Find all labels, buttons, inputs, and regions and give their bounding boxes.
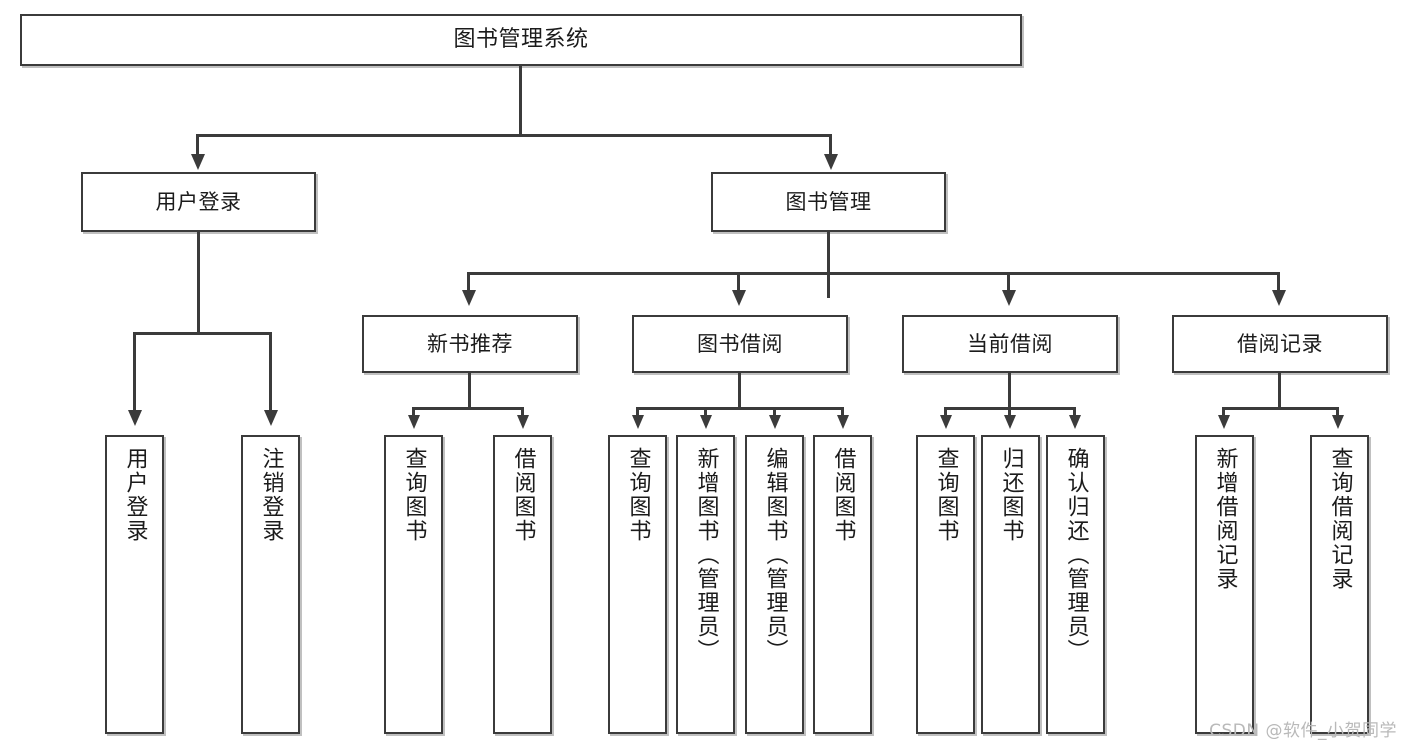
arrow-current-borrow-leaf-2: [1004, 415, 1016, 429]
node-label: 查询借阅记录: [1327, 447, 1353, 591]
edge-book-manage-bus: [467, 272, 1280, 275]
arrow-user-login-leaf-2: [264, 410, 278, 426]
node-label: 查询图书: [625, 447, 651, 543]
arrow-to-user-login: [191, 154, 205, 170]
edge-book-borrow-drop-1: [636, 407, 639, 419]
leaf-query-book-1[interactable]: 查询图书: [384, 435, 443, 734]
arrow-borrow-record-leaf-1: [1218, 415, 1230, 429]
arrow-book-borrow-leaf-4: [837, 415, 849, 429]
edge-new-book-bus: [412, 407, 524, 410]
edge-borrow-record-drop-1: [1222, 407, 1225, 419]
edge-book-borrow-drop-3: [773, 407, 776, 419]
node-label: 当前借阅: [967, 331, 1053, 356]
edge-book-manage-drop-3: [1007, 272, 1010, 294]
edge-user-login-drop-1: [133, 332, 136, 414]
edge-new-book-drop-1: [412, 407, 415, 419]
edge-borrow-record-drop-2: [1336, 407, 1339, 419]
arrow-book-borrow-leaf-1: [632, 415, 644, 429]
leaf-add-book[interactable]: 新增图书（管理员）: [676, 435, 735, 734]
node-label: 查询图书: [401, 447, 427, 543]
leaf-borrow-book-2[interactable]: 借阅图书: [813, 435, 872, 734]
edge-user-login-drop-2: [269, 332, 272, 414]
edge-current-borrow-stem: [1008, 373, 1011, 409]
node-label: 借阅图书: [510, 447, 536, 543]
leaf-logout-login[interactable]: 注销登录: [241, 435, 300, 734]
edge-book-manage-stem: [827, 232, 830, 298]
edge-root-to-book-manage: [829, 134, 832, 158]
node-user-login[interactable]: 用户登录: [81, 172, 316, 232]
node-root-system[interactable]: 图书管理系统: [20, 14, 1022, 66]
edge-borrow-record-stem: [1278, 373, 1281, 409]
arrow-book-borrow-leaf-3: [769, 415, 781, 429]
edge-book-borrow-drop-2: [704, 407, 707, 419]
arrow-user-login-leaf-1: [128, 410, 142, 426]
edge-root-stem: [519, 66, 522, 136]
node-book-borrow[interactable]: 图书借阅: [632, 315, 848, 373]
node-label: 图书管理系统: [453, 27, 589, 53]
edge-borrow-record-bus: [1222, 407, 1339, 410]
arrow-new-book-leaf-1: [408, 415, 420, 429]
arrow-to-new-book-recommend: [462, 290, 476, 306]
node-label: 用户登录: [122, 447, 148, 543]
leaf-confirm-return[interactable]: 确认归还（管理员）: [1046, 435, 1105, 734]
edge-user-login-bus: [133, 332, 271, 335]
node-label: 注销登录: [258, 447, 284, 543]
node-label: 确认归还（管理员）: [1063, 447, 1089, 663]
arrow-to-borrow-record: [1272, 290, 1286, 306]
node-label: 新增图书（管理员）: [693, 447, 719, 663]
edge-new-book-stem: [468, 373, 471, 409]
edge-current-borrow-drop-2: [1008, 407, 1011, 419]
node-label: 借阅图书: [830, 447, 856, 543]
node-label: 新书推荐: [427, 331, 513, 356]
node-label: 归还图书: [998, 447, 1024, 543]
arrow-to-book-borrow: [732, 290, 746, 306]
edge-book-borrow-bus: [636, 407, 844, 410]
edge-current-borrow-drop-3: [1073, 407, 1076, 419]
arrow-borrow-record-leaf-2: [1332, 415, 1344, 429]
leaf-user-login[interactable]: 用户登录: [105, 435, 164, 734]
watermark-text: CSDN @软件_小贺同学: [1209, 721, 1397, 741]
leaf-query-book-2[interactable]: 查询图书: [608, 435, 667, 734]
arrow-new-book-leaf-2: [517, 415, 529, 429]
edge-new-book-drop-2: [521, 407, 524, 419]
edge-book-borrow-drop-4: [841, 407, 844, 419]
node-current-borrow[interactable]: 当前借阅: [902, 315, 1118, 373]
leaf-query-record[interactable]: 查询借阅记录: [1310, 435, 1369, 734]
edge-book-manage-drop-1: [467, 272, 470, 294]
leaf-borrow-book-1[interactable]: 借阅图书: [493, 435, 552, 734]
node-book-manage[interactable]: 图书管理: [711, 172, 946, 232]
node-label: 编辑图书（管理员）: [762, 447, 788, 663]
leaf-query-book-3[interactable]: 查询图书: [916, 435, 975, 734]
arrow-current-borrow-leaf-1: [940, 415, 952, 429]
node-label: 图书借阅: [697, 331, 783, 356]
node-new-book-recommend[interactable]: 新书推荐: [362, 315, 578, 373]
node-label: 用户登录: [155, 189, 242, 214]
edge-book-manage-drop-2: [737, 272, 740, 294]
arrow-current-borrow-leaf-3: [1069, 415, 1081, 429]
node-label: 借阅记录: [1237, 331, 1323, 356]
leaf-add-record[interactable]: 新增借阅记录: [1195, 435, 1254, 734]
leaf-return-book[interactable]: 归还图书: [981, 435, 1040, 734]
node-borrow-record[interactable]: 借阅记录: [1172, 315, 1388, 373]
edge-book-manage-drop-4: [1277, 272, 1280, 294]
leaf-edit-book[interactable]: 编辑图书（管理员）: [745, 435, 804, 734]
node-label: 新增借阅记录: [1212, 447, 1238, 591]
edge-root-bus: [196, 134, 832, 137]
node-label: 查询图书: [933, 447, 959, 543]
edge-book-borrow-stem: [738, 373, 741, 409]
arrow-to-book-manage: [824, 154, 838, 170]
edge-current-borrow-drop-1: [944, 407, 947, 419]
arrow-book-borrow-leaf-2: [700, 415, 712, 429]
edge-user-login-stem: [197, 232, 200, 334]
edge-root-to-user-login: [196, 134, 199, 158]
node-label: 图书管理: [785, 189, 872, 214]
arrow-to-current-borrow: [1002, 290, 1016, 306]
